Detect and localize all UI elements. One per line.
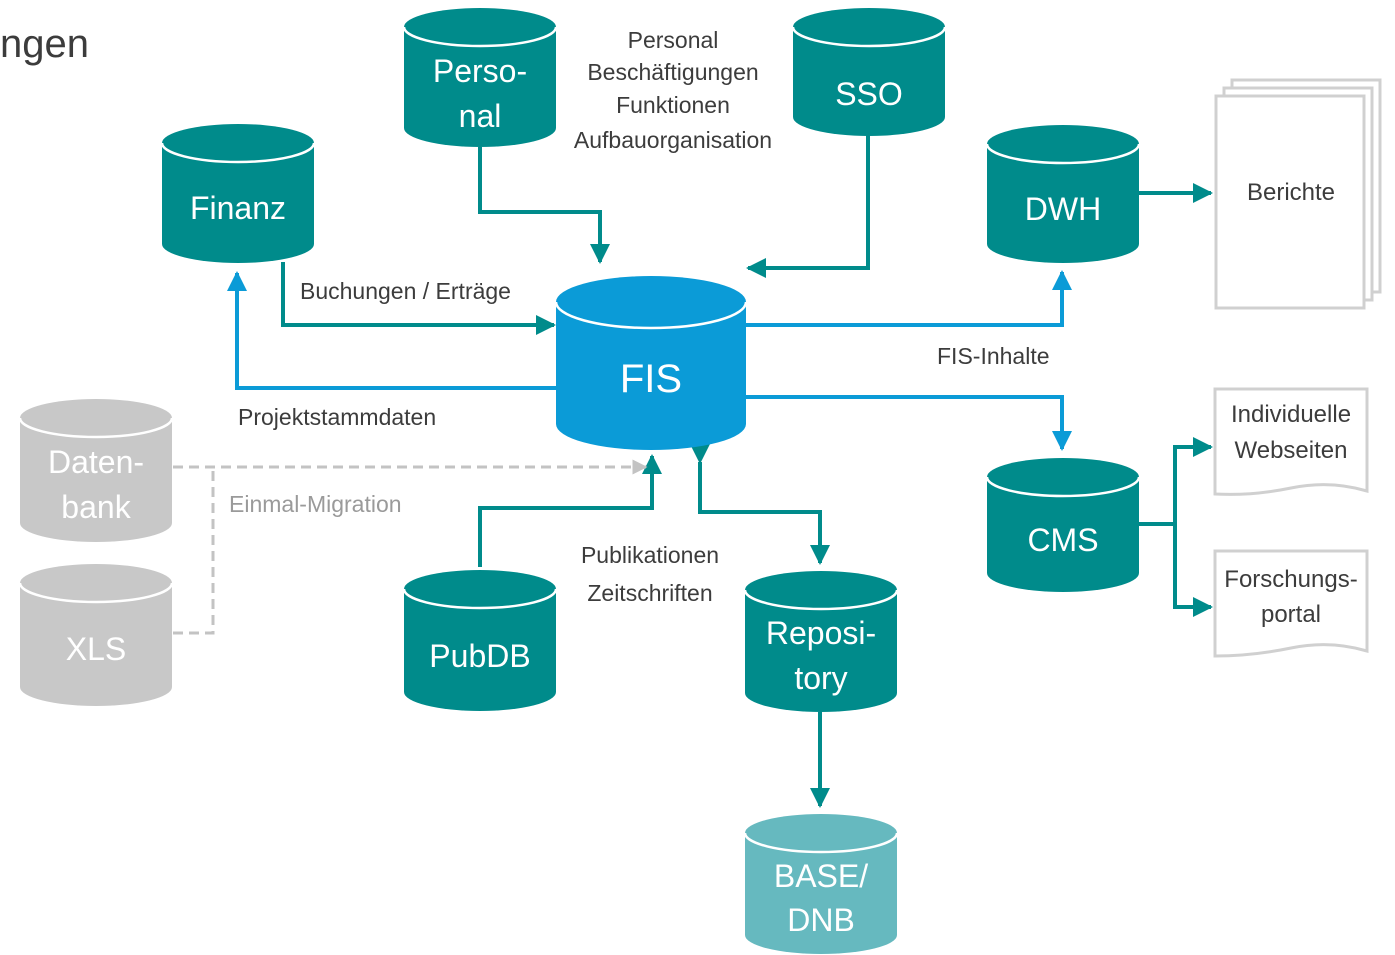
datenbank-label-2: bank — [61, 489, 131, 525]
pubdb-label: PubDB — [429, 638, 530, 674]
base-dnb-db: BASE/ DNB — [743, 814, 899, 954]
edge-pubdb-fis — [478, 454, 662, 567]
cms-db: CMS — [985, 458, 1141, 592]
datenbank-label-1: Daten- — [48, 444, 144, 480]
base-dnb-label-1: BASE/ — [774, 858, 868, 894]
personal-label-2: nal — [459, 98, 502, 134]
personal-data-label-3: Funktionen — [616, 92, 730, 118]
base-dnb-label-2: DNB — [787, 902, 855, 938]
edge-personal-fis — [478, 147, 610, 264]
personal-data-label-2: Beschäftigungen — [587, 59, 758, 85]
pubdb-db: PubDB — [402, 570, 558, 711]
finanz-db: Finanz — [160, 124, 316, 263]
repository-label-1: Reposi- — [766, 615, 876, 651]
projektstammdaten-label: Projektstammdaten — [238, 404, 436, 430]
xls-label: XLS — [66, 631, 126, 667]
repository-db: Reposi- tory — [743, 571, 899, 712]
publikationen-label-1: Publikationen — [581, 542, 719, 568]
cms-label: CMS — [1027, 522, 1098, 558]
dwh-db: DWH — [985, 125, 1141, 263]
edge-fis-cms — [745, 395, 1072, 451]
forschungsportal-document: Forschungs- portal — [1213, 549, 1369, 658]
individuelle-label-2: Webseiten — [1235, 437, 1348, 464]
personal-db: Perso- nal — [402, 8, 558, 147]
individuelle-webseiten-document: Individuelle Webseiten — [1213, 387, 1369, 496]
personal-label-1: Perso- — [433, 53, 527, 89]
title-fragment: ngen — [0, 22, 89, 66]
edge-finanz-fis — [281, 262, 556, 335]
edge-fis-repository — [690, 444, 830, 565]
edge-cms-forschungsportal — [1173, 524, 1213, 617]
buchungen-label: Buchungen / Erträge — [300, 278, 511, 304]
personal-data-label-1: Personal — [628, 27, 719, 53]
publikationen-label-2: Zeitschriften — [587, 580, 712, 606]
edge-xls-migration — [173, 467, 215, 635]
edge-sso-fis — [746, 135, 870, 278]
xls-db: XLS — [18, 564, 174, 706]
fis-inhalte-label: FIS-Inhalte — [937, 343, 1050, 369]
fis-label: FIS — [620, 357, 682, 401]
fis-db: FIS — [554, 276, 748, 450]
edge-fis-dwh — [745, 270, 1072, 327]
edge-cms-individuelle — [1173, 437, 1213, 524]
berichte-document: Berichte — [1214, 78, 1382, 310]
forschungsportal-label-1: Forschungs- — [1224, 566, 1357, 593]
personal-data-label-4: Aufbauorganisation — [574, 127, 772, 153]
sso-db: SSO — [791, 8, 947, 136]
finanz-label: Finanz — [190, 190, 286, 226]
berichte-label: Berichte — [1247, 179, 1335, 206]
individuelle-label-1: Individuelle — [1231, 401, 1351, 428]
datenbank-db: Daten- bank — [18, 399, 174, 542]
edge-fis-finanz — [227, 271, 557, 390]
forschungsportal-label-2: portal — [1261, 601, 1321, 628]
sso-label: SSO — [835, 76, 903, 112]
einmal-migration-label: Einmal-Migration — [229, 491, 402, 517]
repository-label-2: tory — [794, 660, 847, 696]
dwh-label: DWH — [1025, 191, 1101, 227]
